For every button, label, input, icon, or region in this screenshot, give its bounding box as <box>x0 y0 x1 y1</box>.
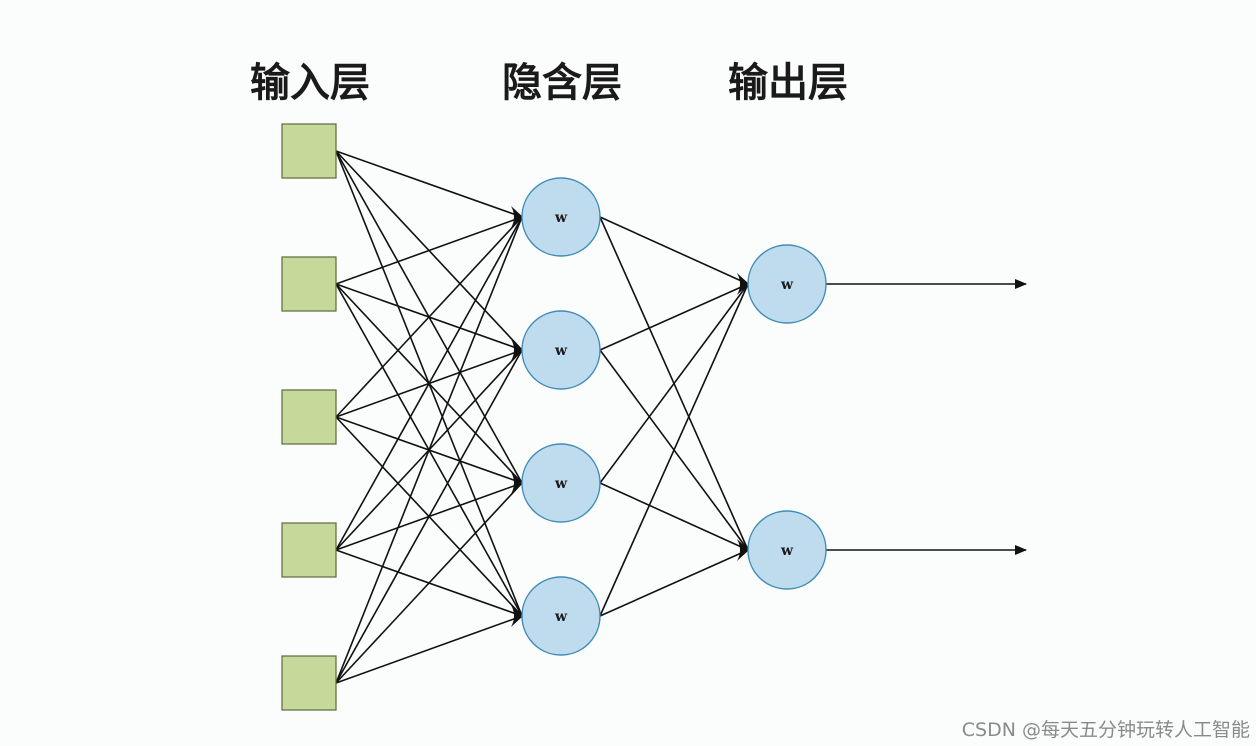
hidden-neuron-circle <box>521 576 601 656</box>
connection-hidden-4-output-1 <box>599 283 749 617</box>
connection-hidden-1-output-1 <box>599 216 749 285</box>
output-layer-nodes: ww <box>747 244 827 590</box>
hidden-neuron-label: w <box>554 210 568 226</box>
output-neuron-1: w <box>747 244 827 324</box>
connection-input-5-hidden-2 <box>335 349 523 684</box>
input-node-1 <box>281 123 337 179</box>
watermark-text: CSDN @每天五分钟玩转人工智能 <box>961 719 1250 741</box>
hidden-4-arrowhead <box>511 605 523 627</box>
hidden-layer-title: 隐含层 <box>502 60 622 106</box>
connection-input-5-hidden-3 <box>335 482 523 684</box>
hidden-neuron-circle <box>521 310 601 390</box>
connection-arrowheads <box>511 206 749 627</box>
connection-hidden-3-output-2 <box>599 482 749 551</box>
hidden-neuron-label: w <box>554 476 568 492</box>
connection-input-4-hidden-1 <box>335 216 523 551</box>
input-hidden-connections <box>335 150 523 684</box>
hidden-3-arrowhead <box>511 472 523 494</box>
hidden-neuron-3: w <box>521 443 601 523</box>
hidden-2-arrowhead <box>511 339 523 361</box>
hidden-neuron-label: w <box>554 343 568 359</box>
hidden-neuron-circle <box>521 443 601 523</box>
output-neuron-label: w <box>780 543 794 559</box>
hidden-neuron-1: w <box>521 177 601 257</box>
output-layer-title: 输出层 <box>728 60 848 106</box>
connection-input-1-hidden-1 <box>335 150 523 218</box>
output-neuron-circle <box>747 244 827 324</box>
hidden-layer-nodes: w w w w <box>521 177 601 656</box>
input-layer-title: 输入层 <box>250 60 370 106</box>
connection-hidden-4-output-2 <box>599 549 749 617</box>
input-node-4 <box>281 522 337 578</box>
output-1-arrowhead <box>737 273 749 295</box>
connection-input-2-hidden-1 <box>335 216 523 285</box>
output-neuron-2: w <box>747 510 827 590</box>
output-2-arrowhead <box>737 539 749 561</box>
hidden-neuron-2: w <box>521 310 601 390</box>
hidden-neuron-circle <box>521 177 601 257</box>
output-neuron-label: w <box>780 277 794 293</box>
hidden-neuron-4: w <box>521 576 601 656</box>
output-arrows <box>826 279 1027 555</box>
output-neuron-circle <box>747 510 827 590</box>
input-layer-nodes <box>281 123 337 711</box>
hidden-neuron-label: w <box>554 609 568 625</box>
input-node-5 <box>281 655 337 711</box>
connection-hidden-3-output-1 <box>599 283 749 484</box>
connection-input-5-hidden-4 <box>335 615 523 684</box>
hidden-output-connections <box>599 216 749 617</box>
hidden-1-arrowhead <box>511 206 523 228</box>
connection-input-5-hidden-1 <box>335 216 523 684</box>
input-node-3 <box>281 389 337 445</box>
connection-input-3-hidden-1 <box>335 216 523 418</box>
input-node-2 <box>281 256 337 312</box>
connection-hidden-2-output-1 <box>599 283 749 351</box>
